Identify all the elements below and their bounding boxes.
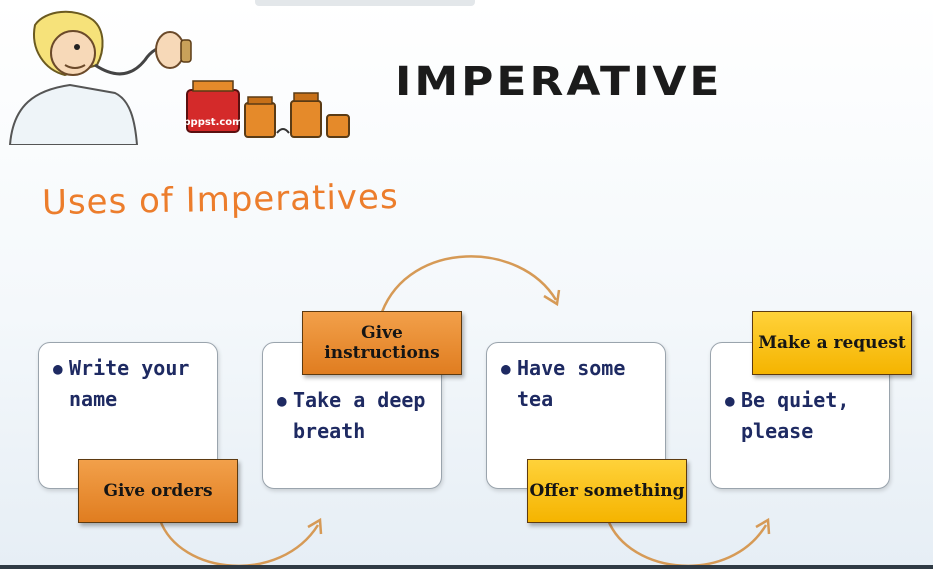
card-bullet: ● Take a deep breath — [277, 385, 431, 447]
label-give-instructions: Give instructions — [302, 311, 462, 375]
card-text: Have some tea — [517, 356, 626, 411]
card-bullet: ● Have some tea — [501, 353, 655, 415]
card-text: Write your name — [69, 356, 190, 411]
bullet-dot: ● — [53, 359, 63, 378]
bullet-dot: ● — [277, 391, 287, 410]
bullet-dot: ● — [725, 391, 735, 410]
card-text: Take a deep breath — [293, 388, 426, 443]
label-offer-something: Offer something — [527, 459, 687, 523]
flow-arrow-2 — [380, 255, 558, 313]
page-title: IMPERATIVE — [395, 58, 723, 105]
flow-arrow-3 — [606, 519, 768, 567]
bullet-dot: ● — [501, 359, 511, 378]
flow-arrow-3-head — [755, 517, 771, 535]
label-make-a-request: Make a request — [752, 311, 912, 375]
flow-arrow-1 — [158, 519, 320, 567]
page-subtitle: Uses of Imperatives — [41, 176, 399, 224]
card-bullet: ● Write your name — [53, 353, 207, 415]
bottom-band — [0, 565, 933, 569]
card-give-orders: ● Write your name — [38, 342, 218, 489]
doctor-cartoon-logo: pppst.com — [8, 10, 350, 145]
card-text: Be quiet, please — [741, 388, 850, 443]
flow-arrow-2-head — [543, 289, 561, 307]
label-give-orders: Give orders — [78, 459, 238, 523]
logo-text: pppst.com — [183, 117, 242, 128]
card-bullet: ● Be quiet, please — [725, 385, 879, 447]
top-tab-strip — [255, 0, 475, 6]
flow-arrow-1-head — [307, 517, 323, 535]
